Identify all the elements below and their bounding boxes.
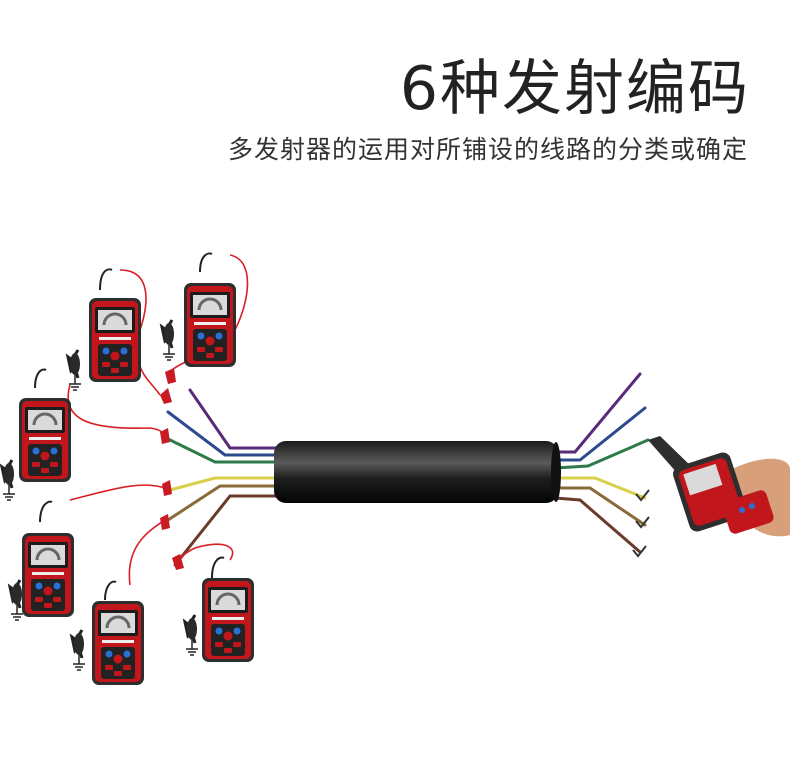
red-clips [160, 368, 184, 570]
left-wires [163, 388, 287, 567]
check-icon [635, 489, 650, 502]
transmitter-3 [0, 368, 73, 502]
page-subtitle: 多发射器的运用对所铺设的线路的分类或确定 [227, 135, 748, 164]
wire-tan-out [553, 486, 647, 527]
receiver-in-hand [648, 436, 790, 537]
wire-yellow-out [553, 476, 647, 500]
right-wires [553, 372, 650, 554]
wire-yellow [168, 476, 287, 492]
wire-green [164, 436, 287, 464]
wire-purple [188, 388, 287, 450]
wire-tan [163, 484, 287, 524]
transmitter-6 [183, 556, 256, 664]
check-icon [635, 516, 650, 529]
wire-blue-out [553, 406, 647, 462]
transmitter-4 [8, 500, 76, 622]
transmitter-5 [70, 580, 146, 687]
wire-blue [166, 410, 287, 457]
cable-bundle [274, 441, 558, 503]
wire-green-out [553, 438, 650, 470]
wire-purple-out [553, 372, 642, 454]
page-title: 6种发射编码 [399, 54, 750, 124]
transmitter-1 [66, 268, 143, 392]
wire-brown [173, 494, 287, 567]
check-icon [632, 545, 647, 558]
wire-brown-out [553, 496, 642, 554]
check-marks [632, 489, 650, 558]
transmitter-2 [160, 252, 238, 369]
